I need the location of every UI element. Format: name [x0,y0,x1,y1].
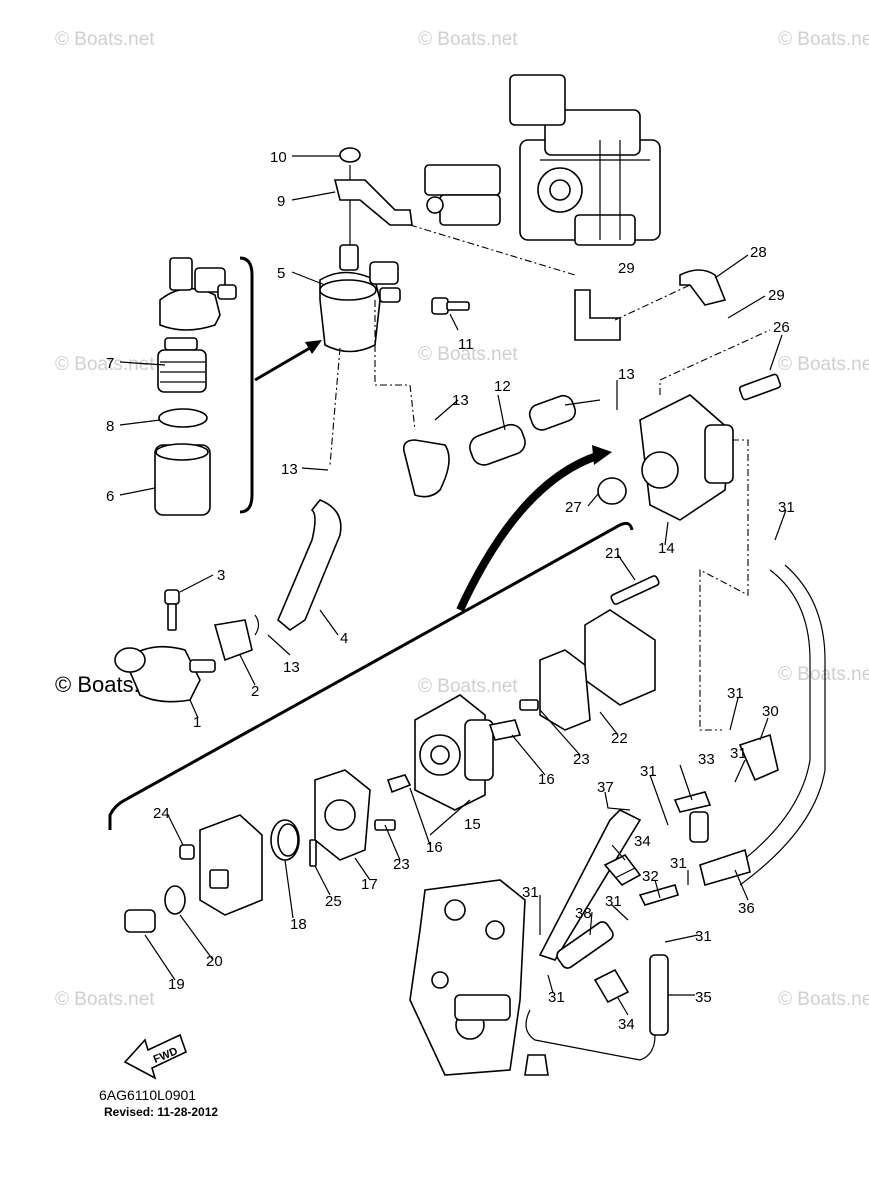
callout-19: 19 [168,976,185,993]
callout-27: 27 [565,499,582,516]
watermark: © Boats.net [778,354,869,375]
watermark: © Boats.net [778,664,869,685]
callout-3: 3 [217,567,225,584]
callout-8: 8 [106,418,114,435]
callout-31: 31 [605,893,622,910]
callout-35: 35 [695,989,712,1006]
watermark: © Boats.net [418,29,518,50]
callout-5: 5 [277,265,285,282]
filter-exploded-parts [154,256,322,516]
carburetor-illustration [424,74,661,246]
callout-1: 1 [193,714,201,731]
callout-32: 32 [642,868,659,885]
watermark: © Boats.net [418,344,518,365]
callout-14: 14 [658,540,675,557]
engine-block-illustration [409,879,526,1076]
callout-31: 31 [778,499,795,516]
callout-26: 26 [773,319,790,336]
callout-31: 31 [522,884,539,901]
leader-lines [119,155,787,1016]
callout-31: 31 [695,928,712,945]
callout-21: 21 [605,545,622,562]
callout-28: 28 [750,244,767,261]
callout-22: 22 [611,730,628,747]
fuel-filter-assembly [319,244,416,466]
watermark: © Boats.net [778,989,869,1010]
callout-29: 29 [618,260,635,277]
callout-31: 31 [730,745,747,762]
callout-9: 9 [277,193,285,210]
callout-23: 23 [573,751,590,768]
callout-31: 31 [548,989,565,1006]
watermark: © Boats.net [778,29,869,50]
callout-13: 13 [452,392,469,409]
callout-labels: 10 9 5 7 8 6 11 13 13 12 13 28 29 29 26 … [106,149,795,1033]
diagram-code: 6AG6110L0901 [99,1087,196,1103]
callout-31: 31 [640,763,657,780]
fuel-hose-12 [402,394,601,498]
callout-20: 20 [206,953,223,970]
callout-4: 4 [340,630,348,647]
pump-exploded-parts [124,694,522,933]
watermark: © Boats.net [55,354,155,375]
callout-33: 33 [698,751,715,768]
pump-cover-parts [519,575,660,731]
callout-6: 6 [106,488,114,505]
joint-assembly [114,589,260,703]
callout-34: 34 [618,1016,635,1033]
callout-7: 7 [106,355,114,372]
revised-date: Revised: 11-28-2012 [104,1105,218,1119]
callout-34: 34 [634,833,651,850]
bracket-assembly [333,147,576,276]
callout-31: 31 [670,855,687,872]
callout-2: 2 [251,683,259,700]
callout-17: 17 [361,876,378,893]
expanded-view-bracket [108,521,634,830]
callout-24: 24 [153,805,170,822]
callout-12: 12 [494,378,511,395]
callout-11: 11 [458,336,474,353]
callout-23: 23 [393,856,410,873]
callout-18: 18 [290,916,307,933]
hose-28 [574,269,727,341]
callout-31: 31 [727,685,744,702]
callout-36: 36 [738,900,755,917]
lower-hoses [524,564,826,1076]
watermark: © Boats.net [55,989,155,1010]
fuel-pump-14 [597,329,782,731]
watermark: © Boats.net [55,29,155,50]
callout-13: 13 [283,659,300,676]
callout-30: 30 [762,703,779,720]
callout-16: 16 [538,771,555,788]
callout-25: 25 [325,893,342,910]
bolt-11 [431,297,470,315]
hose-4 [277,499,342,631]
callout-15: 15 [464,816,481,833]
watermark: © Boats.net [418,676,518,697]
fwd-arrow: FWD [123,1033,187,1080]
callout-37: 37 [597,779,614,796]
callout-10: 10 [270,149,287,166]
callout-16: 16 [426,839,443,856]
callout-13: 13 [618,366,635,383]
callout-38: 38 [575,905,592,922]
callout-13: 13 [281,461,298,478]
direction-arrow [456,445,612,612]
callout-29: 29 [768,287,785,304]
